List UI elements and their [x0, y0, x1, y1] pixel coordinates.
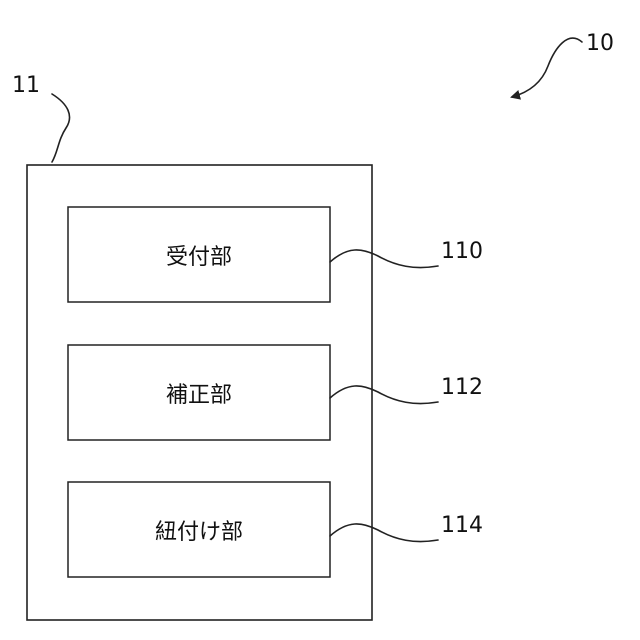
- ref-label-system: 10: [586, 31, 614, 56]
- unit-box-correction: 補正部: [68, 345, 330, 440]
- unit-box-linking: 紐付け部: [68, 482, 330, 577]
- unit-box-receiving: 受付部: [68, 207, 330, 302]
- ref-label-device: 11: [12, 73, 40, 98]
- unit-label: 紐付け部: [155, 520, 243, 545]
- unit-ref-label: 114: [441, 513, 483, 538]
- system-arrow-leader: [512, 38, 582, 97]
- device-leader-line: [52, 94, 70, 162]
- unit-label: 受付部: [166, 245, 232, 270]
- unit-ref-label: 110: [441, 239, 483, 264]
- unit-ref-label: 112: [441, 375, 483, 400]
- unit-label: 補正部: [166, 383, 232, 408]
